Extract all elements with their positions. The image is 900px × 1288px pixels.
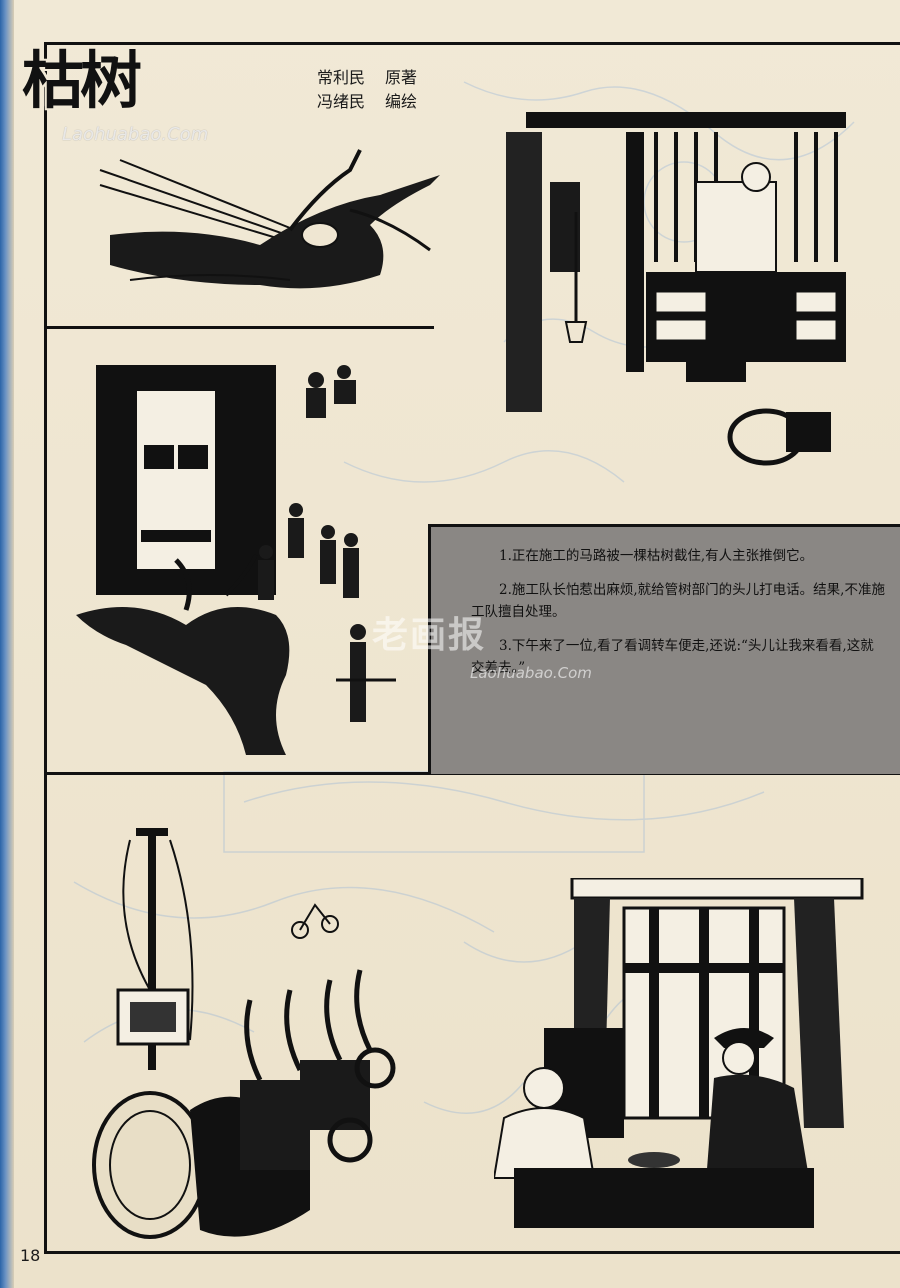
credit-author: 常利民原著 [317, 66, 417, 90]
panel-frame [44, 42, 900, 1254]
panel-divider [44, 326, 434, 329]
caption-text: 1.正在施工的马路被一棵枯树截住,有人主张推倒它。 2.施工队长怕惹出麻烦,就给… [471, 545, 886, 691]
caption-paragraph: 1.正在施工的马路被一棵枯树截住,有人主张推倒它。 [499, 548, 814, 564]
credit-role: 编绘 [385, 92, 418, 111]
watermark-url: Laohuabao.Com [62, 124, 209, 145]
caption-paragraph: 3.下午来了一位,看了看调转车便走,还说:“头儿让我来看看,这就交差去。” [471, 638, 874, 676]
caption-paragraph: 2.施工队长怕惹出麻烦,就给管树部门的头儿打电话。结果,不准施工队擅自处理。 [471, 582, 885, 620]
page-number: 18 [20, 1246, 41, 1265]
credits: 常利民原著 冯绪民编绘 [317, 66, 417, 114]
binding-spine [0, 0, 14, 1288]
panel-2-illustration [506, 112, 846, 466]
credit-illustrator: 冯绪民编绘 [317, 90, 417, 114]
caption-box: 1.正在施工的马路被一棵枯树截住,有人主张推倒它。 2.施工队长怕惹出麻烦,就给… [428, 524, 900, 774]
watermark-center: 老画报 [372, 615, 487, 656]
panel-1-illustration [99, 149, 440, 289]
credit-name: 常利民 [317, 68, 366, 87]
panel-4-illustration [92, 828, 396, 1239]
panel-3-illustration [76, 365, 396, 755]
watermark-center-url: Laohuabao.Com [470, 664, 592, 682]
credit-role: 原著 [385, 68, 418, 87]
credit-name: 冯绪民 [317, 92, 366, 111]
panel-5-illustration [494, 878, 864, 1228]
story-title: 枯树 [22, 44, 142, 117]
